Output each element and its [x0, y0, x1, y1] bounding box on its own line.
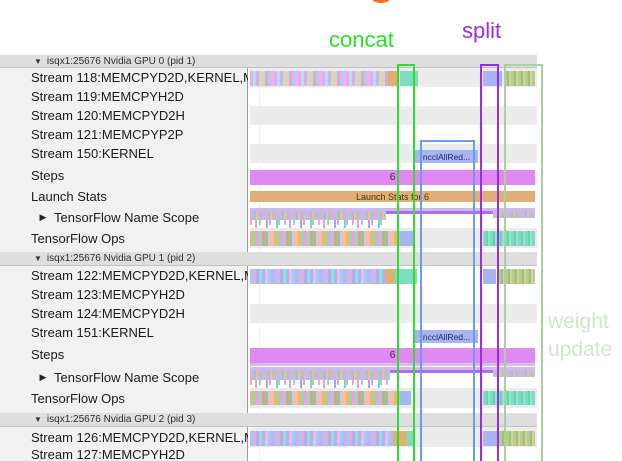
track-stream151[interactable]: ncclAllRed... [250, 323, 537, 343]
track-label-stream151[interactable]: Stream 151:KERNEL [31, 325, 154, 340]
track-label-stream120[interactable]: Stream 120:MEMCPYD2H [31, 108, 185, 123]
weight-update-annotation-box [504, 64, 543, 461]
track-stream150[interactable]: ncclAllRed... [250, 144, 537, 163]
weight-update-label-line1: weight [548, 310, 609, 333]
concat-label: concat [329, 27, 394, 52]
track-label-ops-gpu1[interactable]: TensorFlow Ops [31, 390, 125, 406]
track-label-stream150[interactable]: Stream 150:KERNEL [31, 146, 154, 161]
track-label-ops-gpu0[interactable]: TensorFlow Ops [31, 230, 125, 246]
track-label-stream121[interactable]: Stream 121:MEMCPYP2P [31, 127, 184, 142]
track-ops-gpu0[interactable] [250, 228, 537, 248]
track-label-stream123[interactable]: Stream 123:MEMCPYH2D [31, 287, 185, 302]
track-steps-gpu1[interactable]: 6 [250, 342, 537, 366]
timeline-canvas[interactable]: ncclAllRed... 6 Launch Stats for 6 [250, 55, 537, 461]
collapse-arrow-icon[interactable]: ▼ [34, 56, 42, 66]
track-label-stream126[interactable]: Stream 126:MEMCPYD2D,KERNEL,MEMSET [31, 429, 248, 445]
step-event[interactable]: 6 [250, 170, 535, 185]
track-stream122[interactable] [250, 266, 537, 285]
track-label-stream118[interactable]: Stream 118:MEMCPYD2D,KERNEL,MEMSET [31, 70, 248, 85]
concat-annotation-box [397, 64, 415, 461]
track-steps-gpu0[interactable]: 6 [250, 163, 537, 187]
track-label-namescope-gpu0[interactable]: ▶TensorFlow Name Scope [0, 206, 248, 228]
track-label-stream127[interactable]: Stream 127:MEMCPYH2D [31, 447, 185, 461]
weight-update-label-line2: update [548, 338, 613, 361]
track-label-stream124[interactable]: Stream 124:MEMCPYD2H [31, 306, 185, 321]
track-stream118[interactable] [250, 68, 537, 87]
track-label-steps-gpu1[interactable]: Steps [31, 346, 65, 362]
orange-mark [371, 0, 391, 3]
track-namescope-gpu0[interactable] [250, 206, 537, 228]
track-label-stream119[interactable]: Stream 119:MEMCPYH2D [31, 89, 184, 104]
collapse-arrow-icon[interactable]: ▼ [34, 415, 42, 424]
track-launch-stats[interactable]: Launch Stats for 6 [250, 187, 537, 206]
group-header-gpu2[interactable]: ▼ isqx1:25676 Nvidia GPU 2 (pid 3) [0, 413, 537, 427]
split-annotation-box [480, 64, 499, 461]
nccl-allreduce-event[interactable]: ncclAllRed... [415, 150, 478, 163]
track-namescope-gpu1[interactable] [250, 366, 537, 388]
track-stream124[interactable] [250, 304, 537, 323]
step-event[interactable]: 6 [250, 348, 535, 363]
nccl-allreduce-event[interactable]: ncclAllRed... [415, 330, 478, 343]
expand-arrow-icon[interactable]: ▶ [39, 211, 47, 222]
track-stream120[interactable] [250, 106, 537, 125]
track-label-steps-gpu0[interactable]: Steps [31, 167, 65, 183]
launch-stats-event[interactable]: Launch Stats for 6 [250, 191, 535, 202]
track-stream126[interactable] [250, 427, 537, 447]
group-header-gpu1[interactable]: ▼ isqx1:25676 Nvidia GPU 1 (pid 2) [0, 252, 537, 266]
track-ops-gpu1[interactable] [250, 388, 537, 408]
split-label: split [462, 18, 502, 43]
collapse-arrow-icon[interactable]: ▼ [34, 254, 42, 263]
track-label-launch-stats[interactable]: Launch Stats [31, 189, 107, 204]
group-header-gpu0[interactable]: ▼ isqx1:25676 Nvidia GPU 0 (pid 1) [0, 55, 537, 68]
expand-arrow-icon[interactable]: ▶ [39, 371, 47, 382]
track-label-namescope-gpu1[interactable]: ▶TensorFlow Name Scope [0, 366, 248, 388]
nccl-annotation-box [420, 140, 475, 461]
track-label-stream122[interactable]: Stream 122:MEMCPYD2D,KERNEL,MEMSET [31, 268, 248, 283]
